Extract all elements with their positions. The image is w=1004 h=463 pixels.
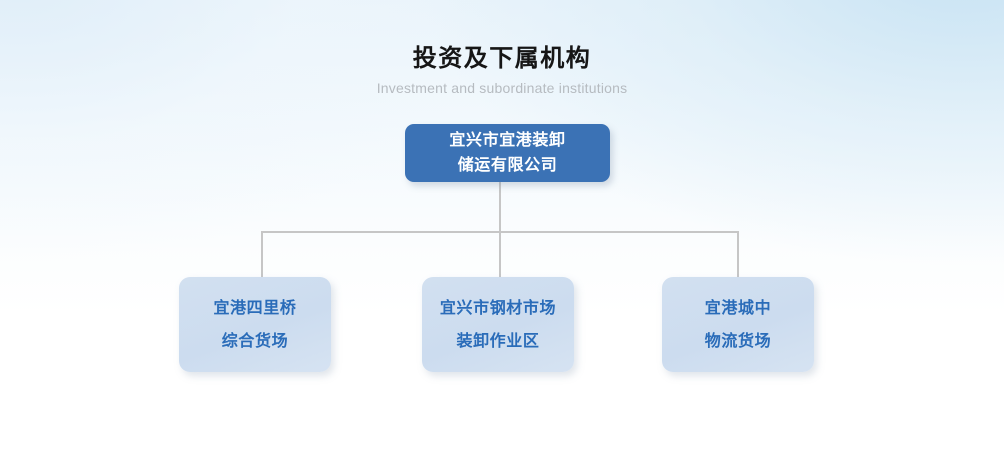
connector-drop-left (261, 231, 263, 277)
connector-drop-right (737, 231, 739, 277)
org-node-child-3-line2: 物流货场 (704, 332, 772, 350)
org-node-child-2[interactable]: 宜兴市钢材市场 装卸作业区 (422, 277, 574, 372)
org-node-child-3-line1: 宜港城中 (704, 299, 772, 317)
org-node-child-3[interactable]: 宜港城中 物流货场 (662, 277, 814, 372)
org-node-child-1-line1: 宜港四里桥 (213, 299, 297, 317)
org-node-child-2-line2: 装卸作业区 (456, 332, 540, 350)
org-node-root-line2: 储运有限公司 (457, 157, 558, 174)
org-node-child-1-line2: 综合货场 (221, 332, 289, 350)
page-subtitle: Investment and subordinate institutions (376, 80, 628, 96)
connector-horizontal-bar (261, 231, 739, 233)
org-node-child-2-line1: 宜兴市钢材市场 (439, 299, 557, 317)
page-header: 投资及下属机构 Investment and subordinate insti… (0, 44, 1004, 98)
page-title: 投资及下属机构 (412, 45, 592, 72)
org-node-root-line1: 宜兴市宜港装卸 (449, 132, 566, 149)
connector-root-stem (499, 182, 501, 277)
org-node-root[interactable]: 宜兴市宜港装卸 储运有限公司 (405, 124, 610, 182)
org-node-child-1[interactable]: 宜港四里桥 综合货场 (179, 277, 331, 372)
